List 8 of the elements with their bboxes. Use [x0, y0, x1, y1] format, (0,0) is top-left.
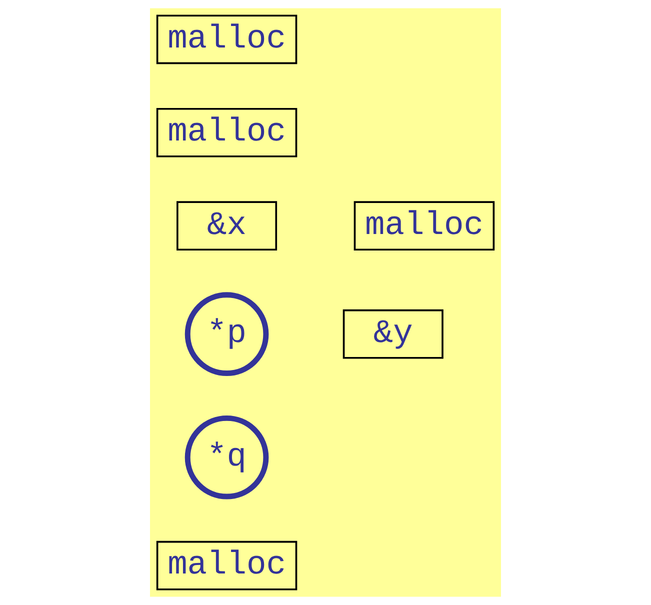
node-circle: *q	[184, 415, 269, 500]
node-box: &x	[176, 201, 278, 251]
node-box: &y	[342, 309, 444, 359]
node-box: malloc	[156, 108, 298, 158]
node-circle: *p	[184, 292, 269, 376]
node-box: malloc	[156, 14, 298, 64]
node-box: malloc	[354, 201, 495, 251]
node-box: malloc	[156, 540, 298, 590]
